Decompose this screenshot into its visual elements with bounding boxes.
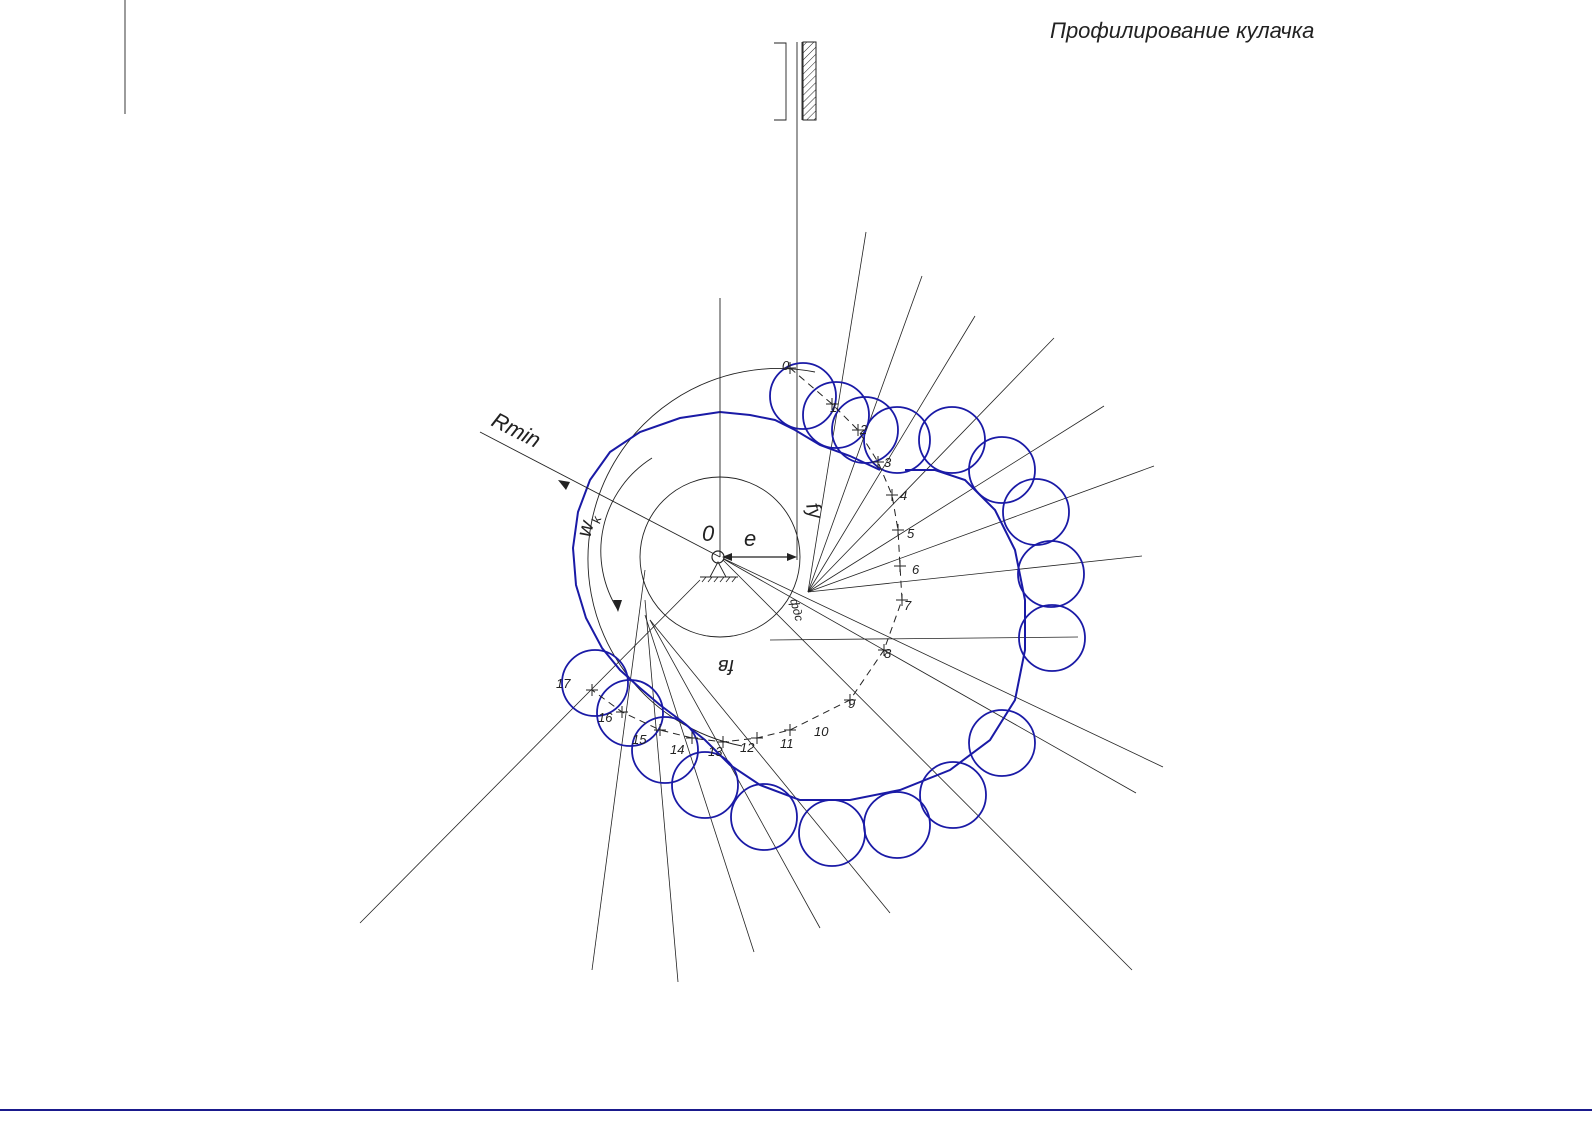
roller-circle [919,761,987,829]
position-number: 8 [884,646,892,661]
position-number: 14 [670,742,684,757]
division-ray [719,556,1137,794]
phi-y-label: fy [801,501,827,523]
e-label: e [744,526,756,551]
roller-circle [1018,604,1086,672]
pivot-support [700,550,738,583]
origin-label: 0 [702,521,715,546]
roller-circle [798,799,866,867]
position-number: 9 [848,696,855,711]
division-ray [807,405,1105,593]
division-ray [359,579,701,924]
division-ray [644,614,755,953]
roller-circle [769,362,837,430]
position-number: 12 [740,740,755,755]
phi-v-label: fв [718,655,734,677]
division-ray [807,465,1155,593]
roller-circle [968,709,1036,777]
position-number: 6 [912,562,920,577]
position-number: 3 [884,455,892,470]
page-title: Профилирование кулачка [1050,18,1315,43]
position-number: 16 [598,710,613,725]
rmin-arc [587,368,816,747]
position-number: 5 [907,526,915,541]
rotation-arrow [600,457,653,611]
position-number: 15 [632,732,647,747]
cam-profile-curve [571,410,1026,801]
rmin-arrow [558,480,570,490]
position-number: 10 [814,724,829,739]
phi-dc-label: фдс [787,597,806,623]
roller-circle [1017,540,1085,608]
roller-circle [1002,478,1070,546]
position-number: 2 [859,422,868,437]
roller-circle [863,406,931,474]
e-arrow-left [722,553,732,561]
division-ray [644,599,679,983]
division-ray [719,556,1164,768]
roller-circle [918,406,986,474]
e-arrow [787,553,797,561]
division-ray [649,619,821,929]
rmin-line [479,431,721,558]
roller-circle [561,649,629,717]
position-ticks [586,362,908,748]
rmin-label: Rmin [488,407,545,453]
rotation-arrow-head [613,600,622,612]
position-number: 13 [708,744,723,759]
division-ray [807,315,976,593]
roller-circles [561,362,1086,867]
position-number: 11 [780,736,794,751]
position-number: 0 [782,358,790,373]
division-ray [719,556,1133,971]
position-number: 7 [904,598,912,613]
svg-text:k: k [588,513,605,525]
position-number: 1 [830,400,837,415]
roller-circle [730,783,798,851]
division-ray [769,636,1079,641]
roller-circle [863,791,931,859]
roller-circle [802,381,870,449]
division-ray [807,555,1143,593]
position-number: 4 [900,488,907,503]
division-rays [359,231,1164,983]
roller-circle [671,751,739,819]
division-ray [591,569,646,971]
follower-guide [774,41,817,560]
omega-label: w k [573,513,605,539]
position-number: 17 [556,676,571,691]
roller-circle [631,716,699,784]
division-ray [649,619,891,914]
roller-circle [968,436,1036,504]
